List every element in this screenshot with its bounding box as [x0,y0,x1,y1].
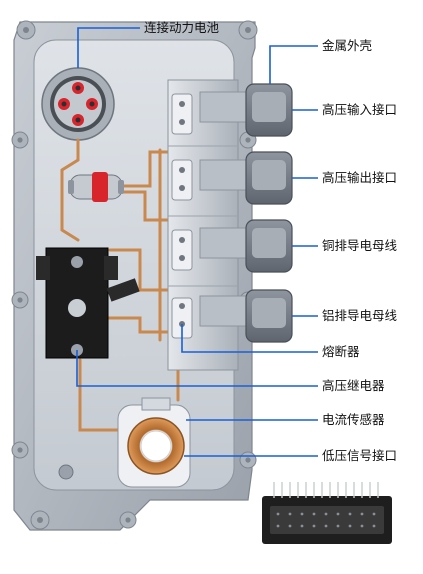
battery-connector [41,67,115,141]
hv-relay [36,247,140,359]
label-lv-signal: 低压信号接口 [322,448,398,463]
leader-lines [76,27,318,457]
label-metal-housing: 金属外壳 [322,38,373,53]
current-sensor [117,397,191,488]
leader-battery [77,27,140,68]
lv-signal-connector [262,482,392,544]
pre-charge-fuse [68,172,124,202]
label-current-sensor: 电流传感器 [322,412,385,427]
hv-port-row [245,83,293,343]
label-aluminum-busbar: 铝排导电母线 [322,308,398,323]
leader-relay [76,350,318,387]
label-hv-output: 高压输出接口 [322,170,398,185]
leader-fuse [181,324,318,353]
leader-housing [269,45,318,84]
busbar-stack [167,79,249,371]
label-battery-connector: 连接动力电池 [144,20,220,35]
label-fuse: 熔断器 [322,344,360,359]
label-hv-relay: 高压继电器 [322,378,385,393]
label-hv-input: 高压输入接口 [322,102,398,117]
label-copper-busbar: 铜排导电母线 [322,238,398,253]
